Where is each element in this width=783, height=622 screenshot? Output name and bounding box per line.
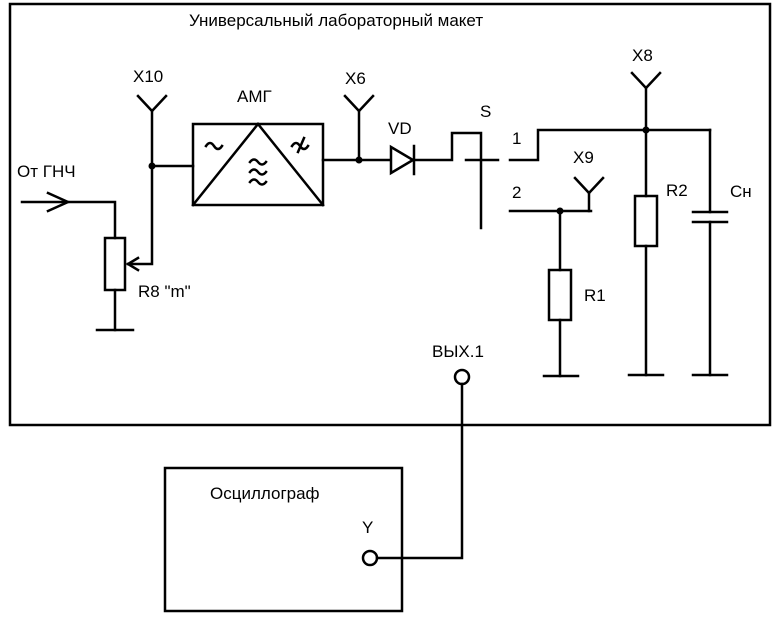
- switch-s: [508, 128, 712, 215]
- resistor-r8: [95, 236, 135, 332]
- r2-label: R2: [666, 181, 688, 200]
- diode-vd: [389, 131, 500, 230]
- input-label: От ГНЧ: [17, 162, 76, 181]
- input-arrow: [20, 191, 117, 240]
- y-input-terminal: [361, 549, 379, 567]
- amg-label: АМГ: [237, 87, 272, 106]
- output-label: ВЫХ.1: [432, 342, 484, 361]
- test-point-x6: [321, 94, 392, 164]
- oscilloscope-label: Осциллограф: [210, 484, 320, 503]
- x10-label: X10: [133, 67, 163, 86]
- x9-label: X9: [573, 148, 594, 167]
- amg-block: [191, 122, 325, 207]
- lab-board-frame: [8, 2, 772, 427]
- switch-pos2-label: 2: [512, 183, 521, 202]
- r8-label: R8 "m": [138, 282, 191, 301]
- output-terminal: [375, 368, 471, 560]
- cn-label: Сн: [730, 182, 752, 201]
- test-point-x9: [573, 176, 605, 213]
- capacitor-cn: [691, 128, 729, 377]
- board-title: Универсальный лабораторный макет: [189, 11, 483, 30]
- switch-pos1-label: 1: [512, 129, 521, 148]
- r1-label: R1: [584, 286, 606, 305]
- test-point-x10: [125, 94, 195, 272]
- x6-label: X6: [345, 69, 366, 88]
- vd-label: VD: [388, 119, 412, 138]
- test-point-x8: [630, 71, 662, 134]
- x8-label: X8: [632, 46, 653, 65]
- resistor-r1: [542, 209, 580, 378]
- resistor-r2: [627, 128, 665, 377]
- switch-s-label: S: [480, 102, 491, 121]
- oscilloscope-box: [163, 466, 404, 613]
- y-input-label: Y: [362, 518, 373, 537]
